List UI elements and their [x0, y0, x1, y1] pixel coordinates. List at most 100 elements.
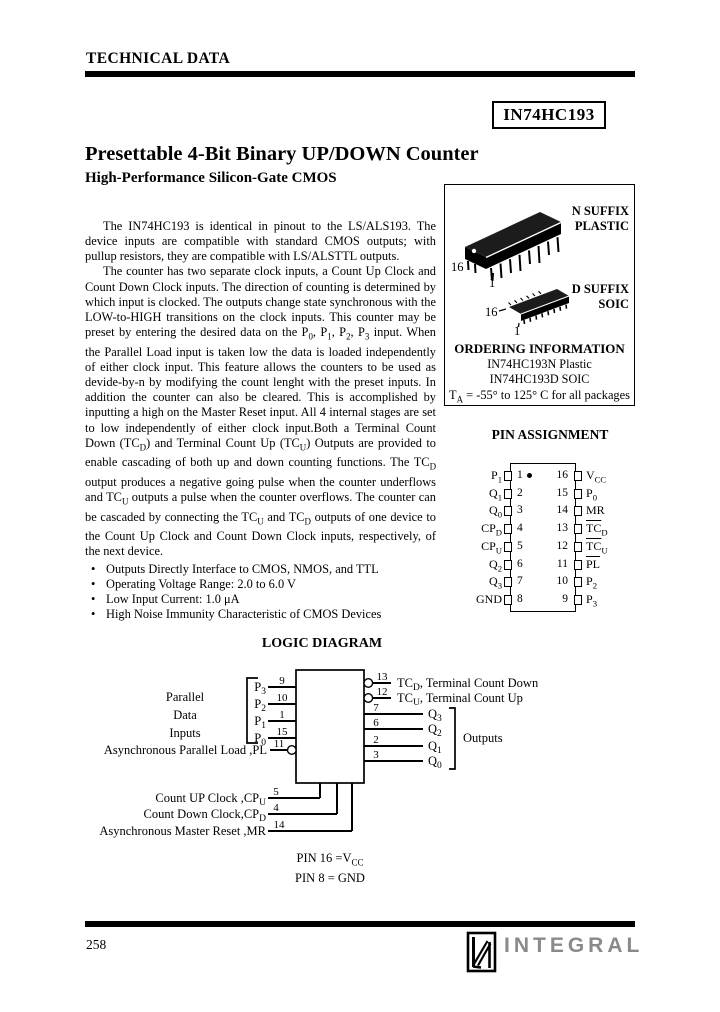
svg-text:Count Down Clock,CPD: Count Down Clock,CPD [143, 807, 266, 824]
top-rule [85, 71, 635, 77]
svg-text:Q3: Q3 [428, 707, 442, 724]
svg-text:Inputs: Inputs [169, 726, 200, 740]
pin-stub [504, 505, 512, 516]
svg-text:Q0: Q0 [428, 754, 442, 771]
svg-text:1: 1 [514, 324, 520, 338]
pin-stub [504, 523, 512, 534]
svg-text:11: 11 [274, 738, 285, 750]
feature-item: Outputs Directly Interface to CMOS, NMOS… [85, 562, 436, 577]
logic-diagram: 9 10 1 15 11 P3 P2 P1 P0 Asynchronous Pa… [99, 669, 539, 838]
logic-diagram-notes: PIN 16 =VCC PIN 8 = GND [230, 851, 430, 886]
svg-text:TCU, Terminal Count Up: TCU, Terminal Count Up [397, 691, 523, 708]
pin-row: CPU 5 12 TCU [481, 539, 608, 556]
svg-text:5: 5 [273, 786, 279, 798]
pin-stub [504, 594, 512, 605]
ordering-title: ORDERING INFORMATION [454, 341, 625, 356]
svg-text:13: 13 [377, 671, 389, 683]
svg-text:P3: P3 [254, 680, 266, 697]
svg-text:1: 1 [279, 709, 285, 721]
page-header: TECHNICAL DATA [86, 50, 231, 67]
svg-text:16: 16 [485, 305, 498, 319]
ordering-information: ORDERING INFORMATION IN74HC193N Plastic … [445, 341, 634, 407]
svg-text:7: 7 [373, 702, 379, 714]
pin-stub [574, 594, 582, 605]
pin-stub [574, 523, 582, 534]
pin8-note: PIN 8 = GND [295, 870, 365, 885]
pin-assignment-title: PIN ASSIGNMENT [491, 427, 609, 442]
svg-text:12: 12 [377, 686, 388, 698]
package-ordering-box: 16 1 [444, 184, 635, 406]
ic-body [510, 463, 576, 612]
pin-row: Q3 7 10 P2 [489, 574, 597, 591]
svg-text:Parallel: Parallel [166, 690, 205, 704]
integral-logo-icon [466, 931, 497, 973]
pin-row: GND 8 9 P3 [476, 592, 597, 609]
inverter-bubble [363, 693, 374, 704]
pin-row: Q1 2 15 P0 [489, 486, 597, 503]
svg-text:2: 2 [373, 734, 379, 746]
pin-stub [504, 541, 512, 552]
ordering-line: IN74HC193D SOIC [489, 372, 590, 386]
page-title: Presettable 4-Bit Binary UP/DOWN Counter [85, 143, 479, 165]
pin-stub [504, 470, 512, 481]
soic-package-image: 16 1 [485, 289, 570, 338]
svg-text:Q1: Q1 [428, 739, 442, 756]
pin-stub [574, 576, 582, 587]
svg-text:9: 9 [279, 675, 285, 687]
logic-diagram-title: LOGIC DIAGRAM [261, 636, 383, 651]
svg-text:16: 16 [451, 260, 464, 274]
feature-list: Outputs Directly Interface to CMOS, NMOS… [85, 562, 436, 623]
svg-text:P0: P0 [254, 731, 266, 748]
dip-package-image: 16 1 [451, 212, 562, 290]
pin-stub [574, 470, 582, 481]
svg-text:3: 3 [373, 749, 379, 761]
pin-row: Q0 3 14 MR [489, 503, 605, 520]
svg-text:Outputs: Outputs [463, 731, 503, 745]
pin-stub [504, 576, 512, 587]
inverter-bubble [286, 744, 297, 755]
paragraph: The IN74HC193 is identical in pinout to … [85, 219, 436, 264]
bottom-rule [85, 921, 635, 927]
pin-stub [574, 541, 582, 552]
outputs-bracket [449, 707, 456, 770]
pin-row: CPD 4 13 TCD [481, 521, 608, 538]
svg-text:P1: P1 [254, 714, 266, 731]
svg-text:P2: P2 [254, 697, 266, 714]
page-number: 258 [86, 937, 107, 952]
pin-stub [574, 559, 582, 570]
svg-text:14: 14 [274, 819, 286, 831]
svg-text:TCD, Terminal Count Down: TCD, Terminal Count Down [397, 676, 539, 693]
svg-text:Asynchronous Parallel Load ,PL: Asynchronous Parallel Load ,PL [104, 743, 267, 757]
inverter-bubble [363, 678, 374, 689]
pin1-indicator-dot [527, 473, 532, 478]
feature-item: High Noise Immunity Characteristic of CM… [85, 607, 436, 622]
logic-block [295, 669, 365, 784]
page-subtitle: High-Performance Silicon-Gate CMOS [85, 170, 337, 186]
feature-item: Operating Voltage Range: 2.0 to 6.0 V [85, 577, 436, 592]
temperature-range: TA = -55° to 125° C for all packages [449, 388, 630, 405]
pin-stub [504, 559, 512, 570]
brand-name: INTEGRAL [504, 934, 644, 957]
pin16-note: PIN 16 =VCC [296, 851, 364, 868]
svg-text:6: 6 [373, 717, 379, 729]
pin-stub [574, 505, 582, 516]
package-drawings: 16 1 [451, 212, 570, 338]
svg-text:10: 10 [277, 692, 289, 704]
svg-text:Q2: Q2 [428, 722, 442, 739]
pin-assignment-section: PIN ASSIGNMENT P1 1 16 VCC Q1 2 15 P0 Q0… [455, 427, 655, 622]
ordering-line: IN74HC193N Plastic [487, 357, 592, 371]
pin-stub [504, 488, 512, 499]
svg-text:15: 15 [277, 726, 289, 738]
input-group-bracket [246, 677, 258, 744]
svg-text:4: 4 [273, 802, 279, 814]
feature-item: Low Input Current: 1.0 μA [85, 592, 436, 607]
pin-stub [574, 488, 582, 499]
svg-text:Asynchronous Master Reset ,MR: Asynchronous Master Reset ,MR [99, 824, 266, 838]
paragraph: The counter has two separate clock input… [85, 264, 436, 559]
pin-row: Q2 6 11 PL [489, 557, 601, 574]
svg-text:Count UP Clock ,CPU: Count UP Clock ,CPU [155, 791, 266, 808]
body-text: The IN74HC193 is identical in pinout to … [85, 219, 436, 622]
